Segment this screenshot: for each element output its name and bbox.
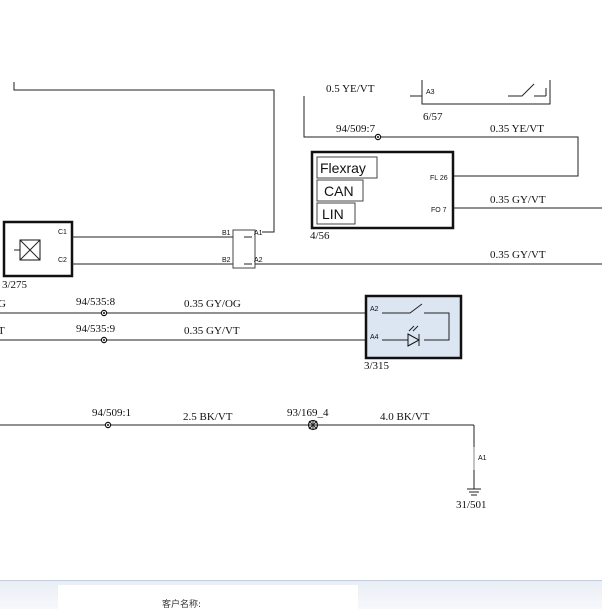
wire-top-left xyxy=(13,82,275,233)
module-label-3-275: 3/275 xyxy=(2,279,28,291)
pin-ground-a1: A1 xyxy=(478,455,487,462)
module-label-6-57: 6/57 xyxy=(423,111,443,123)
wire-label-fo7: 0.35 GY/VT xyxy=(490,194,546,206)
wire-ye-vt xyxy=(378,136,579,177)
pin-a2: A2 xyxy=(254,257,263,264)
module-label-31-501: 31/501 xyxy=(456,499,487,511)
wire-label-a2: 0.35 GY/VT xyxy=(490,249,546,261)
wiring-diagram-viewport[interactable]: A3 6/57 0.5 YE/VT 94/509:7 0.35 YE/VT Fl… xyxy=(0,0,602,580)
pin-switch-a2: A2 xyxy=(370,306,379,313)
edge-label-t: T xyxy=(0,325,5,337)
inline-connector[interactable] xyxy=(232,229,256,269)
network-lin-box xyxy=(316,202,356,225)
led-diode-icon xyxy=(407,333,421,347)
ground-symbol-icon xyxy=(467,488,481,496)
splice-label-93-169-4: 93/169_4 xyxy=(287,407,329,419)
pin-a1: A1 xyxy=(254,230,263,237)
pin-fl26: FL 26 xyxy=(430,175,448,182)
splice-label-94-509-1: 94/509:1 xyxy=(92,407,131,419)
network-can: CAN xyxy=(324,183,354,199)
edge-label-g: G xyxy=(0,298,6,310)
pin-a3: A3 xyxy=(426,89,435,96)
network-flexray: Flexray xyxy=(320,160,366,176)
wire-label-gy-vt: 0.35 GY/VT xyxy=(184,325,240,337)
status-bar: 客户名称: xyxy=(0,580,602,610)
splice-label-94-535-9: 94/535:9 xyxy=(76,323,116,335)
switch-6-57 xyxy=(508,83,535,97)
module-label-3-315: 3/315 xyxy=(364,360,390,372)
pin-c1: C1 xyxy=(58,229,67,236)
network-can-box xyxy=(316,179,364,202)
switch-contact-icon xyxy=(382,303,423,314)
wire-label-ye-vt: 0.35 YE/VT xyxy=(490,123,544,135)
pin-c2: C2 xyxy=(58,257,67,264)
splice-label-94-535-8: 94/535:8 xyxy=(76,296,116,308)
module-6-57-outline xyxy=(421,80,551,105)
module-label-4-56: 4/56 xyxy=(310,230,330,242)
network-lin: LIN xyxy=(322,206,344,222)
pin-fo7: FO 7 xyxy=(431,207,447,214)
pin-b1: B1 xyxy=(222,230,231,237)
pin-switch-a4: A4 xyxy=(370,334,379,341)
customer-name-label: 客户名称: xyxy=(162,600,202,610)
wire-label-bk-vt-25: 2.5 BK/VT xyxy=(183,411,233,423)
status-panel xyxy=(58,585,358,610)
splice-label-94-509-7: 94/509:7 xyxy=(336,123,376,135)
wire-label-top: 0.5 YE/VT xyxy=(326,83,375,95)
network-flexray-box xyxy=(316,156,378,179)
wire-left-loop xyxy=(303,96,378,138)
wire-label-gy-og: 0.35 GY/OG xyxy=(184,298,241,310)
wiring-diagram: A3 6/57 0.5 YE/VT 94/509:7 0.35 YE/VT Fl… xyxy=(0,80,602,511)
wire-label-bk-vt-40: 4.0 BK/VT xyxy=(380,411,430,423)
pin-b2: B2 xyxy=(222,257,231,264)
